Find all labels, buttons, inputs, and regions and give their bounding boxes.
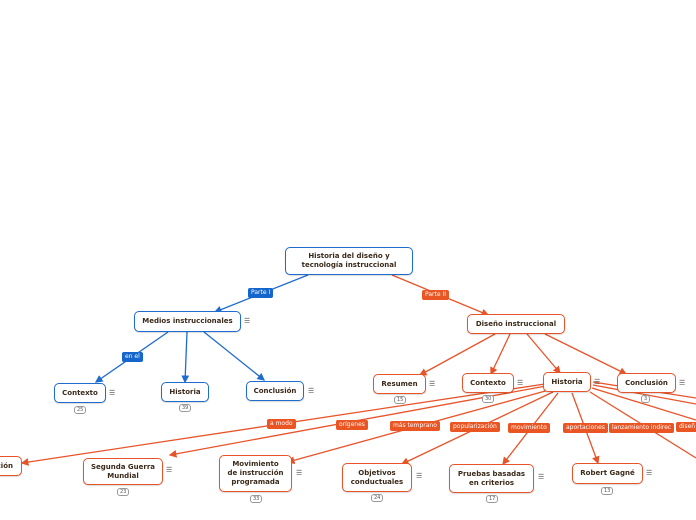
notes-icon[interactable]: ☰ [296,469,303,477]
notes-icon[interactable]: ☰ [517,379,524,387]
robert-gagne-node[interactable]: Robert Gagné [572,463,643,484]
notes-icon[interactable]: ☰ [646,469,653,477]
blue-contexto-badge: 25 [74,406,87,414]
resumen-node[interactable]: Resumen [373,374,426,394]
medios-instruccionales-node[interactable]: Medios instruccionales [134,311,241,332]
objetivos-badge: 24 [371,494,384,502]
orange-conclusion-badge: 3 [641,395,651,403]
edge-label-popularizacion: popularización [450,422,500,432]
segunda-guerra-node[interactable]: Segunda Guerra Mundial [83,458,163,485]
orange-contexto-badge: 30 [482,395,495,403]
edge-diseno-historia [526,333,561,374]
notes-icon[interactable]: ☰ [429,380,436,388]
pruebas-badge: 17 [486,495,499,503]
notes-icon[interactable]: ☰ [679,379,686,387]
notes-icon[interactable]: ☰ [166,466,173,474]
blue-contexto-node[interactable]: Contexto [54,383,106,403]
edge-label-mas-temprano: más temprano [390,421,440,431]
notes-icon[interactable]: ☰ [538,473,545,481]
resumen-badge: 15 [394,396,407,404]
movimiento-badge: 33 [250,495,263,503]
cion-node[interactable]: ción [0,456,22,476]
edge-label-disen: diseñ [676,422,696,432]
robert-gagne-badge: 13 [601,487,614,495]
edge-label-parte-i: Parte I [248,288,274,298]
diseno-instruccional-node[interactable]: Diseño instruccional [467,314,565,334]
edge-label-en-el: en el [122,352,143,362]
edge-medios-historia [181,331,190,384]
edge-label-movimiento: movimiento [508,423,550,433]
blue-historia-node[interactable]: Historia [161,382,209,402]
orange-contexto-node[interactable]: Contexto [462,373,514,393]
movimiento-instruccion-node[interactable]: Movimiento de instrucción programada [219,455,292,492]
objetivos-conductuales-node[interactable]: Objetivos conductuales [342,463,412,492]
edge-label-origenes: orígenes [336,420,368,430]
notes-icon[interactable]: ☰ [416,472,423,480]
orange-historia-node[interactable]: Historia [543,372,591,392]
pruebas-criterios-node[interactable]: Pruebas basadas en criterios [449,464,534,493]
edge-historia-disen [591,387,696,421]
blue-conclusion-node[interactable]: Conclusión [246,381,304,401]
notes-icon[interactable]: ☰ [594,378,601,386]
edge-label-a-modo: a modo [267,419,296,429]
edge-medios-conclusion [203,331,266,381]
edge-label-lanzamiento: lanzamiento indirec [609,423,675,433]
notes-icon[interactable]: ☰ [109,389,116,397]
edge-diseno-resumen [418,333,496,376]
edge-diseno-conclusion [544,333,628,375]
edge-label-aportaciones: aportaciones [563,423,608,433]
edge-label-parte-ii: Parte II [422,290,449,300]
root-node[interactable]: Historia del diseño y tecnología instruc… [285,247,413,275]
segunda-guerra-badge: 23 [117,488,130,496]
orange-conclusion-node[interactable]: Conclusión [617,373,676,393]
edge-historia-extra1 [592,384,696,405]
blue-historia-badge: 39 [179,404,192,412]
edge-diseno-contexto [490,333,511,376]
notes-icon[interactable]: ☰ [308,387,315,395]
notes-icon[interactable]: ☰ [244,317,251,325]
